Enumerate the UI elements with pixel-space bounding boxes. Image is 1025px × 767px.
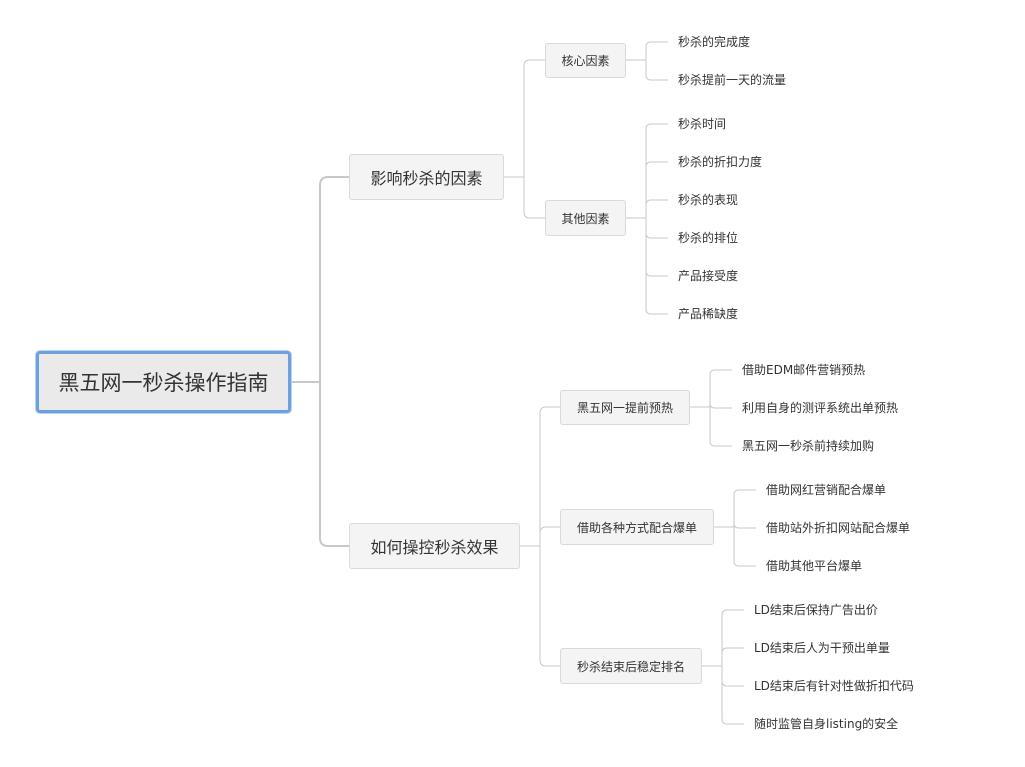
leaf-item[interactable]: 产品接受度 xyxy=(678,269,739,283)
branch-node-control[interactable]: 如何操控秒杀效果 xyxy=(349,523,520,569)
leaf-item[interactable]: 秒杀的折扣力度 xyxy=(678,155,763,169)
leaf-item[interactable]: 秒杀的排位 xyxy=(678,231,739,245)
leaf-item[interactable]: 借助网红营销配合爆单 xyxy=(766,483,887,497)
leaf-connector xyxy=(645,41,668,60)
leaf-connector xyxy=(709,402,732,409)
leaf-item[interactable]: 随时监管自身listing的安全 xyxy=(754,717,899,731)
subnode-connector xyxy=(539,526,560,546)
leaf-connector xyxy=(645,123,668,218)
leaf-item[interactable]: 利用自身的测评系统出单预热 xyxy=(742,401,899,415)
leaf-item[interactable]: 秒杀的完成度 xyxy=(678,35,751,49)
leaf-connector xyxy=(709,407,732,447)
leaf-item[interactable]: 秒杀的表现 xyxy=(678,193,739,207)
leaf-connector xyxy=(645,218,668,315)
leaf-connector xyxy=(709,369,732,407)
branch-label: 如何操控秒杀效果 xyxy=(370,538,499,557)
root-label: 黑五网一秒杀操作指南 xyxy=(58,371,269,395)
leaf-item[interactable]: LD结束后有针对性做折扣代码 xyxy=(754,679,914,693)
subnode-stabilize-rank[interactable]: 秒杀结束后稳定排名 xyxy=(560,648,702,684)
root-node[interactable]: 黑五网一秒杀操作指南 xyxy=(36,351,291,413)
leaf-item[interactable]: 秒杀提前一天的流量 xyxy=(678,73,787,87)
leaf-connector xyxy=(721,609,744,666)
subnode-preheat[interactable]: 黑五网一提前预热 xyxy=(560,390,690,425)
leaf-connector xyxy=(721,647,744,666)
leaf-connector xyxy=(733,489,756,527)
subnode-boost-orders[interactable]: 借助各种方式配合爆单 xyxy=(560,509,714,545)
leaf-item[interactable]: LD结束后保持广告出价 xyxy=(754,603,878,617)
subnode-connector xyxy=(523,177,545,219)
branch-label: 影响秒杀的因素 xyxy=(370,169,483,188)
leaf-item[interactable]: 借助站外折扣网站配合爆单 xyxy=(766,521,911,535)
subnode-core-factors[interactable]: 核心因素 xyxy=(545,43,626,78)
leaf-item[interactable]: 产品稀缺度 xyxy=(678,307,739,321)
subnode-connector xyxy=(539,546,560,667)
subnode-connector xyxy=(539,406,560,546)
branch-connector xyxy=(319,176,349,382)
leaf-connector xyxy=(645,161,668,218)
leaf-item[interactable]: 借助EDM邮件营销预热 xyxy=(742,363,866,377)
leaf-connector xyxy=(721,666,744,725)
subnode-label: 其他因素 xyxy=(561,211,610,226)
branch-node-factors[interactable]: 影响秒杀的因素 xyxy=(349,154,504,200)
leaf-connector xyxy=(645,60,668,81)
leaf-item[interactable]: 借助其他平台爆单 xyxy=(766,559,863,573)
subnode-connector xyxy=(523,59,545,177)
branch-connector xyxy=(319,382,349,547)
leaf-connector xyxy=(733,527,756,567)
subnode-label: 核心因素 xyxy=(561,54,610,68)
leaf-item[interactable]: 黑五网一秒杀前持续加购 xyxy=(742,439,875,453)
subnode-other-factors[interactable]: 其他因素 xyxy=(545,200,626,236)
leaf-item[interactable]: LD结束后人为干预出单量 xyxy=(754,641,890,655)
leaf-item[interactable]: 秒杀时间 xyxy=(678,117,727,131)
subnode-label: 借助各种方式配合爆单 xyxy=(576,520,697,535)
subnode-label: 秒杀结束后稳定排名 xyxy=(576,659,685,674)
leaf-connector xyxy=(645,199,668,218)
leaf-connector xyxy=(733,522,756,529)
subnode-label: 黑五网一提前预热 xyxy=(576,401,673,415)
